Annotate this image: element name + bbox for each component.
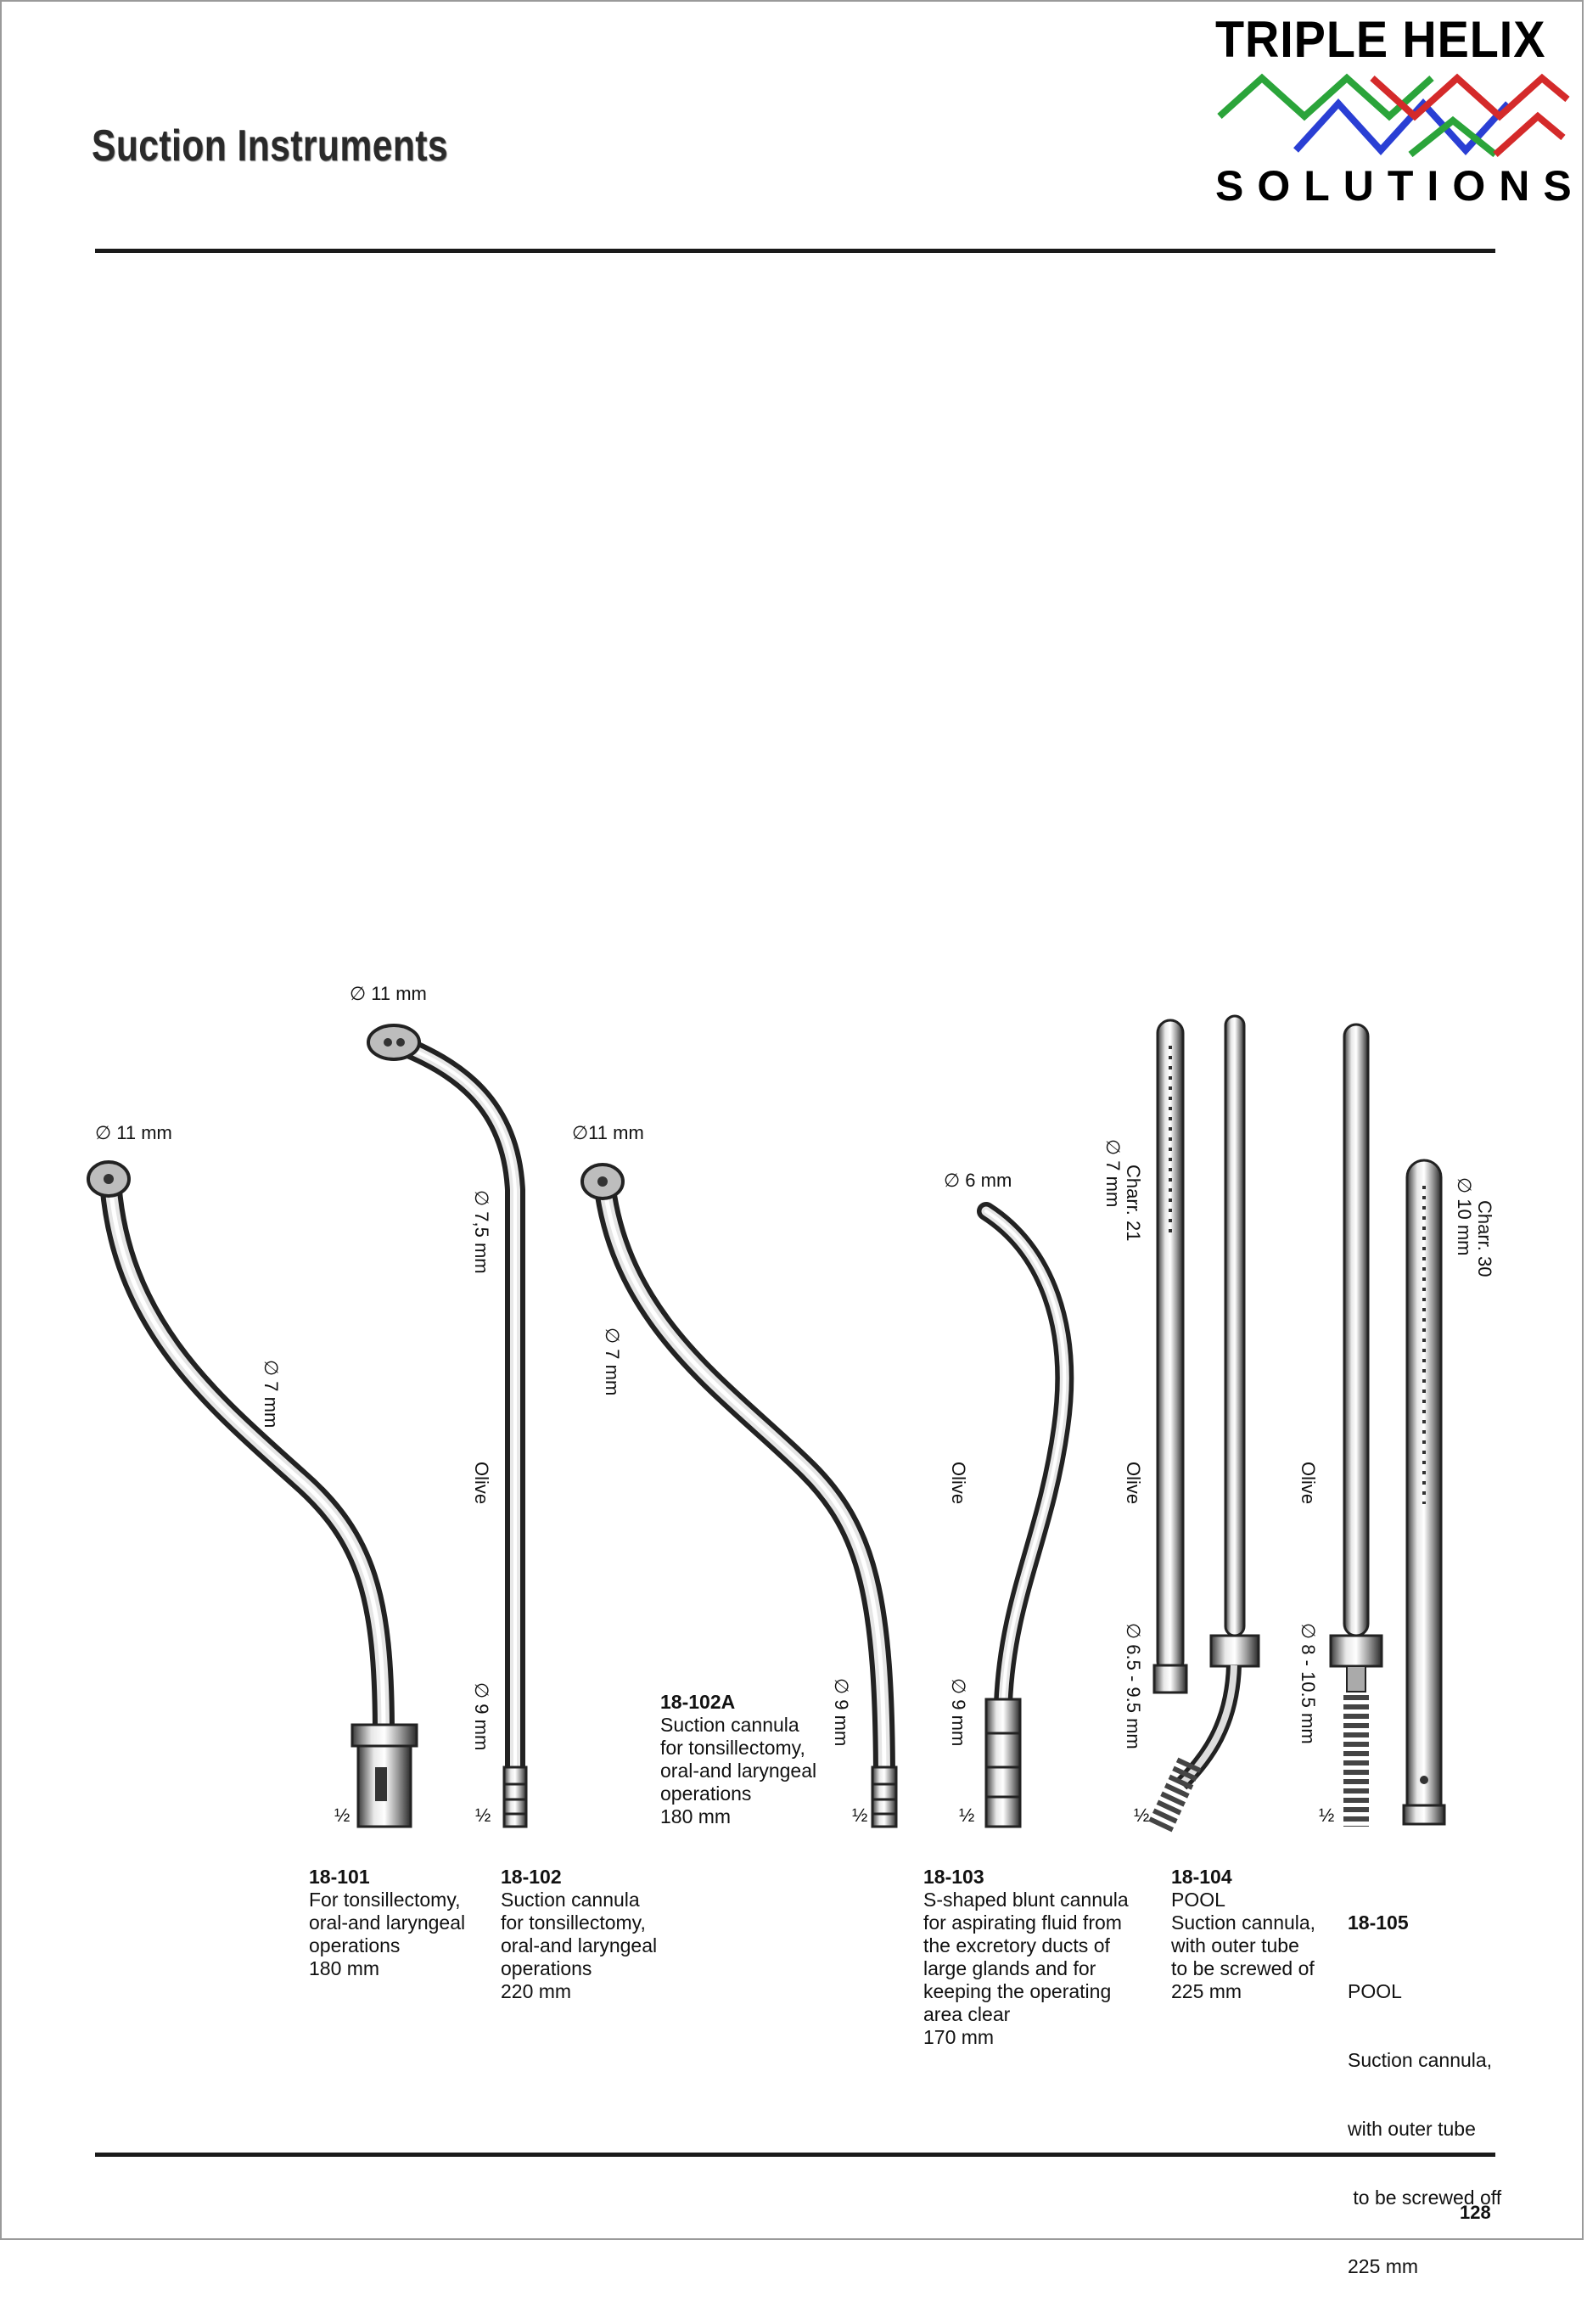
product-line: operations: [309, 1934, 401, 1956]
product-line: for tonsillectomy,: [501, 1911, 646, 1934]
instrument-18-103: [977, 1202, 1074, 1828]
dim-18-102-olive: Olive: [471, 1462, 492, 1505]
instrument-18-104: [1148, 1014, 1260, 1833]
page-title: Suction Instruments: [92, 121, 449, 171]
product-code: 18-105: [1348, 1911, 1409, 1934]
product-line: 170 mm: [923, 2026, 995, 2048]
product-line: POOL: [1348, 1980, 1402, 2002]
product-18-101: 18-101 For tonsillectomy, oral-and laryn…: [309, 1866, 465, 1980]
scale-half-18-101: ½: [334, 1805, 350, 1826]
page-number: 128: [1460, 2202, 1491, 2223]
product-line: to be screwed of: [1171, 1957, 1315, 1979]
instrument-18-102: [367, 1024, 528, 1828]
product-code: 18-104: [1171, 1866, 1232, 1888]
instrument-18-105: [1329, 1023, 1446, 1827]
product-line: Suction cannula,: [1348, 2049, 1493, 2071]
product-line: 225 mm: [1348, 2255, 1419, 2277]
product-line: oral-and laryngeal: [501, 1934, 658, 1956]
product-line: to be screwed off: [1348, 2186, 1502, 2209]
scale-half-18-102: ½: [475, 1805, 491, 1826]
dim-18-105-charr: Charr. 30: [1474, 1200, 1495, 1277]
scale-half-18-104: ½: [1134, 1805, 1150, 1826]
product-18-102: 18-102 Suction cannula for tonsillectomy…: [501, 1866, 657, 2003]
instrument-illustrations: [87, 1014, 1446, 1833]
dim-18-102-base: ∅ 9 mm: [471, 1682, 492, 1751]
dim-18-104-charr: Charr. 21: [1123, 1165, 1144, 1242]
product-code: 18-102A: [660, 1691, 736, 1713]
product-18-104: 18-104 POOL Suction cannula, with outer …: [1171, 1866, 1315, 2003]
product-line: with outer tube: [1171, 1934, 1299, 1956]
dim-18-103-tip: ∅ 6 mm: [944, 1170, 1012, 1191]
scale-half-18-102a: ½: [852, 1805, 868, 1826]
dim-18-104-base: ∅ 6.5 - 9.5 mm: [1123, 1623, 1144, 1749]
product-line: the excretory ducts of: [923, 1934, 1110, 1956]
dim-18-101-tip: ∅ 11 mm: [95, 1122, 172, 1143]
product-18-103: 18-103 S-shaped blunt cannula for aspira…: [923, 1866, 1129, 2049]
scale-half-18-105: ½: [1319, 1805, 1335, 1826]
product-line: with outer tube: [1348, 2118, 1476, 2140]
product-18-102a: 18-102A Suction cannula for tonsillectom…: [660, 1691, 816, 1828]
brand-logo: TRIPLE HELIX SOLUTIONS: [1207, 10, 1572, 214]
dim-18-102a-base: ∅ 9 mm: [831, 1678, 852, 1747]
dim-18-102a-tip: ∅11 mm: [572, 1122, 644, 1143]
scale-half-18-103: ½: [959, 1805, 975, 1826]
product-line: 180 mm: [309, 1957, 380, 1979]
product-code: 18-101: [309, 1866, 370, 1888]
dim-18-102-shaft: ∅ 7,5 mm: [471, 1190, 492, 1274]
product-line: POOL: [1171, 1889, 1225, 1911]
dim-18-105-base: ∅ 8 - 10.5 mm: [1298, 1623, 1319, 1744]
product-line: for aspirating fluid from: [923, 1911, 1122, 1934]
instrument-18-101: [87, 1160, 418, 1828]
product-line: operations: [501, 1957, 592, 1979]
product-code: 18-102: [501, 1866, 562, 1888]
product-line: for tonsillectomy,: [660, 1737, 805, 1759]
product-line: Suction cannula: [660, 1714, 799, 1736]
product-line: area clear: [923, 2003, 1011, 2025]
dim-18-104-olive: Olive: [1123, 1462, 1144, 1505]
product-line: oral-and laryngeal: [660, 1760, 817, 1782]
product-line: operations: [660, 1782, 752, 1805]
dim-18-103-olive: Olive: [948, 1462, 969, 1505]
dim-18-101-shaft: ∅ 7 mm: [261, 1360, 282, 1429]
instrument-18-102a: [580, 1163, 898, 1828]
product-18-105: 18-105 POOL Suction cannula, with outer …: [1348, 1866, 1501, 2324]
header-rule: [95, 249, 1495, 253]
logo-bottom-text: SOLUTIONS: [1215, 162, 1585, 210]
product-line: S-shaped blunt cannula: [923, 1889, 1129, 1911]
product-line: 225 mm: [1171, 1980, 1242, 2002]
product-line: Suction cannula,: [1171, 1911, 1316, 1934]
dim-18-104-size: ∅ 7 mm: [1102, 1139, 1124, 1208]
dim-18-103-base: ∅ 9 mm: [948, 1678, 969, 1747]
product-code: 18-103: [923, 1866, 984, 1888]
dim-18-102-tip: ∅ 11 mm: [350, 983, 427, 1004]
footer-rule: [95, 2153, 1495, 2157]
product-line: 180 mm: [660, 1805, 732, 1827]
logo-top-text: TRIPLE HELIX: [1215, 11, 1546, 68]
catalog-page: Suction Instruments TRIPLE HELIX SOLUTIO…: [0, 0, 1584, 2277]
dim-18-102a-shaft: ∅ 7 mm: [602, 1328, 623, 1396]
product-line: For tonsillectomy,: [309, 1889, 461, 1911]
product-line: oral-and laryngeal: [309, 1911, 466, 1934]
dim-18-105-size: ∅ 10 mm: [1454, 1177, 1475, 1256]
product-line: 220 mm: [501, 1980, 572, 2002]
product-line: large glands and for: [923, 1957, 1096, 1979]
product-line: keeping the operating: [923, 1980, 1112, 2002]
product-line: Suction cannula: [501, 1889, 640, 1911]
dim-18-105-olive: Olive: [1298, 1462, 1319, 1505]
helix-wave-icon: [1217, 73, 1570, 158]
